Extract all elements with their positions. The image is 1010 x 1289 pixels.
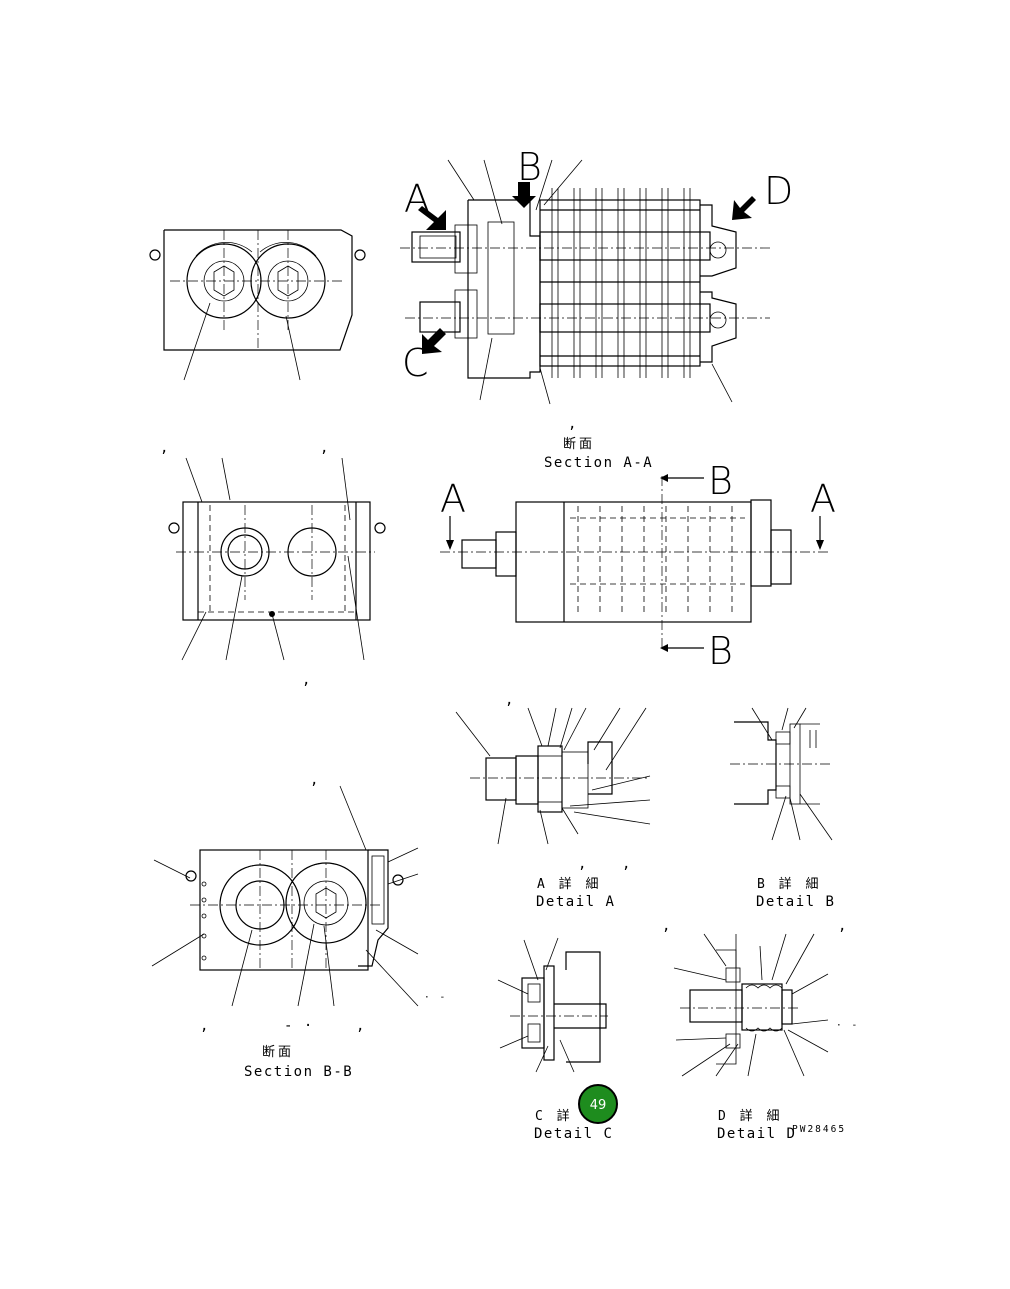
- detail-b-view: B 詳 細 Detail B: [730, 707, 835, 910]
- view-letter-a-right: A: [810, 477, 836, 521]
- detail-b-jp: B 詳 細: [757, 876, 821, 892]
- section-bb-view: , · - , - · , 断面 Section B-B: [151, 772, 447, 1080]
- view-letter-c-top: C: [402, 341, 429, 385]
- section-bb-jp: 断面: [262, 1045, 294, 1060]
- svg-text:,: ,: [160, 440, 170, 456]
- svg-text:· -: · -: [424, 992, 447, 1003]
- page-badge-number: 49: [590, 1098, 607, 1113]
- detail-c-label: Detail C: [534, 1126, 613, 1142]
- detail-b-label: Detail B: [756, 894, 835, 910]
- detail-c-jp: C 詳: [535, 1108, 573, 1124]
- svg-text:,: ,: [310, 772, 320, 788]
- detail-d-view: , , · - D 詳 細 Detail D: [662, 918, 859, 1142]
- detail-d-label: Detail D: [717, 1126, 796, 1142]
- svg-text:,: ,: [356, 1018, 366, 1034]
- drawing-reference: PW28465: [792, 1124, 846, 1135]
- svg-text:,: ,: [838, 918, 848, 934]
- svg-text:,: ,: [578, 856, 588, 872]
- svg-text:- ·: - ·: [284, 1018, 314, 1034]
- detail-d-jp: D 詳 細: [718, 1108, 782, 1124]
- section-bb-label: Section B-B: [244, 1064, 353, 1080]
- svg-text:,: ,: [320, 440, 330, 456]
- view-letter-b-upper: B: [708, 459, 733, 503]
- section-aa-label: Section A-A: [544, 455, 653, 471]
- detail-a-jp: A 詳 細: [537, 876, 601, 892]
- detail-c-view: C 詳 Detail C: [497, 937, 613, 1142]
- view-letter-b-top: B: [517, 145, 542, 189]
- view-letter-a-top: A: [404, 177, 430, 221]
- view-letter-b-lower: B: [708, 629, 733, 673]
- svg-text:,: ,: [302, 672, 312, 688]
- view-letter-d-top: D: [764, 169, 793, 213]
- side-elevation-view: A A B B: [440, 459, 836, 673]
- svg-text:,: ,: [662, 918, 672, 934]
- section-aa-jp: 断面: [563, 437, 595, 452]
- svg-text:,: ,: [200, 1018, 210, 1034]
- section-aa-view: A B D C , 断面 Section A-A: [400, 145, 793, 471]
- svg-text:· -: · -: [836, 1020, 859, 1031]
- front-view: , , ,: [160, 440, 386, 688]
- svg-text:,: ,: [568, 416, 578, 432]
- svg-text:,: ,: [505, 692, 515, 708]
- page-number-badge: 49: [578, 1084, 618, 1124]
- view-letter-a-left: A: [440, 477, 466, 521]
- end-view: [149, 229, 366, 381]
- detail-a-label: Detail A: [536, 894, 615, 910]
- detail-a-view: , , , A 詳 細 Detail A: [455, 692, 651, 910]
- svg-text:,: ,: [622, 856, 632, 872]
- page-badge-circle: [578, 1084, 618, 1124]
